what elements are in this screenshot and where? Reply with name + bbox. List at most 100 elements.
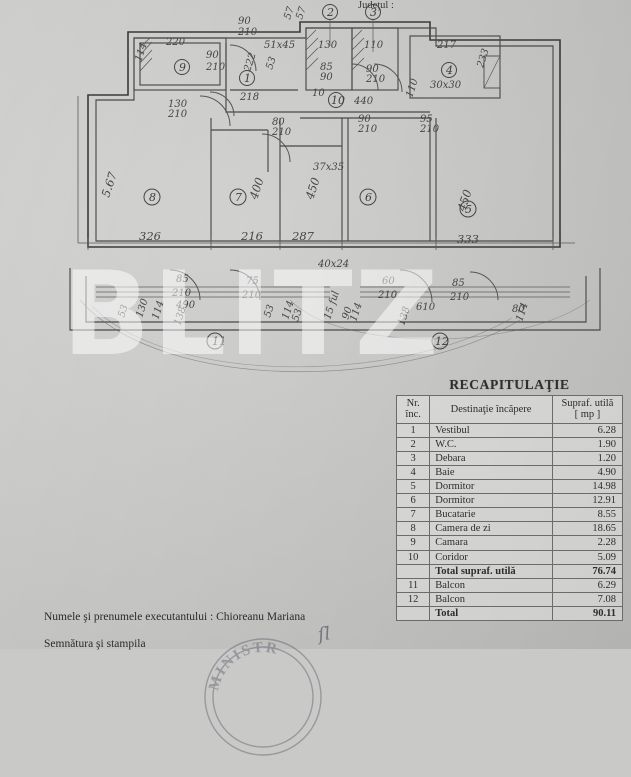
cell-area: 90.11 xyxy=(551,605,624,621)
cell-destination: Bucatarie xyxy=(429,507,553,523)
dim-326: 326 xyxy=(139,229,161,243)
cell-area: 76.74 xyxy=(551,563,624,579)
cell-nr: 11 xyxy=(395,577,431,593)
svg-text:130: 130 xyxy=(134,297,151,319)
svg-text:95: 95 xyxy=(420,114,433,125)
cell-nr xyxy=(395,605,431,621)
room-marker-6: 6 xyxy=(365,191,372,204)
cell-area: 1.90 xyxy=(551,436,624,452)
svg-text:90: 90 xyxy=(206,50,219,61)
cell-area: 4.90 xyxy=(551,464,624,481)
svg-text:210: 210 xyxy=(205,62,226,73)
recapitulatie-title: RECAPITULAŢIE xyxy=(449,377,570,392)
room-marker-1: 1 xyxy=(244,72,251,85)
cell-destination: Camara xyxy=(429,535,553,551)
cell-nr: 3 xyxy=(395,450,431,466)
cell-nr: 5 xyxy=(395,479,431,495)
dim-333: 333 xyxy=(457,232,479,246)
svg-text:138: 138 xyxy=(396,305,412,327)
cell-nr: 12 xyxy=(395,591,431,607)
svg-text:75: 75 xyxy=(246,276,259,287)
svg-text:114: 114 xyxy=(150,299,166,321)
cell-area: 7.08 xyxy=(551,591,624,607)
cell-area: 6.29 xyxy=(551,577,624,593)
cell-area: 2.28 xyxy=(551,535,624,551)
scanned-paper-background xyxy=(0,0,631,649)
svg-text:233: 233 xyxy=(475,47,492,70)
svg-text:110: 110 xyxy=(404,77,421,99)
svg-text:114: 114 xyxy=(133,41,149,63)
svg-text:130: 130 xyxy=(168,99,188,110)
cell-destination: Coridor xyxy=(429,549,553,565)
svg-text:60: 60 xyxy=(382,276,395,287)
dim-287: 287 xyxy=(291,229,315,243)
svg-text:90: 90 xyxy=(320,72,333,83)
svg-text:210: 210 xyxy=(237,27,258,38)
svg-text:53: 53 xyxy=(262,303,276,319)
svg-text:210: 210 xyxy=(419,124,440,135)
svg-text:130: 130 xyxy=(318,40,338,51)
cell-area: 12.91 xyxy=(551,493,624,509)
floor-plan-drawing: Judeţul : 9 220 114 90 210 1 222 218 90 … xyxy=(69,0,601,373)
cell-area: 8.55 xyxy=(551,507,624,523)
cell-area: 14.98 xyxy=(551,479,624,495)
room-marker-8: 8 xyxy=(149,191,156,204)
svg-text:217: 217 xyxy=(436,40,457,51)
cell-destination: Total supraf. utilă xyxy=(429,563,553,579)
svg-text:80: 80 xyxy=(272,117,285,128)
cell-nr xyxy=(395,563,431,579)
svg-text:53: 53 xyxy=(264,55,278,71)
svg-text:85: 85 xyxy=(452,278,465,289)
svg-text:85: 85 xyxy=(320,62,333,73)
cell-destination: Total xyxy=(429,605,553,621)
recapitulatie-section: RECAPITULAŢIE Nr.înc.Destinaţie încăpere… xyxy=(395,377,624,621)
cell-destination: Dormitor xyxy=(429,493,553,509)
column-header-nr: Nr.înc. xyxy=(395,395,431,424)
svg-text:110: 110 xyxy=(364,40,384,51)
svg-text:40x24: 40x24 xyxy=(317,259,349,270)
cell-nr: 10 xyxy=(395,549,431,565)
room-marker-9: 9 xyxy=(179,61,186,74)
cell-area: 18.65 xyxy=(551,521,624,537)
room-marker-2: 2 xyxy=(326,6,334,19)
svg-text:57: 57 xyxy=(294,5,309,21)
cell-area: 5.09 xyxy=(551,549,624,565)
svg-text:210: 210 xyxy=(171,288,192,299)
cell-destination: Camera de zi xyxy=(429,521,553,537)
svg-text:450: 450 xyxy=(302,176,322,202)
svg-text:90: 90 xyxy=(358,114,371,125)
svg-text:15 ful: 15 ful xyxy=(322,290,342,321)
cell-destination: Baie xyxy=(429,464,553,481)
svg-text:210: 210 xyxy=(271,127,292,138)
svg-text:57: 57 xyxy=(282,5,297,21)
signature-stamp-line: Semnătura şi stampila xyxy=(44,638,146,650)
cell-nr: 2 xyxy=(395,436,431,452)
svg-text:490: 490 xyxy=(175,300,196,311)
cell-destination: Dormitor xyxy=(429,479,553,495)
room-marker-7: 7 xyxy=(235,191,242,204)
room-marker-11: 11 xyxy=(212,335,226,348)
svg-text:210: 210 xyxy=(167,109,188,120)
svg-text:210: 210 xyxy=(449,292,470,303)
dim-220: 220 xyxy=(165,37,186,48)
svg-text:400: 400 xyxy=(246,176,266,202)
svg-text:210: 210 xyxy=(377,290,398,301)
room-marker-4: 4 xyxy=(445,64,453,77)
svg-text:210: 210 xyxy=(357,124,378,135)
executant-name-line: Numele şi prenumele executantului : Chio… xyxy=(44,611,306,623)
cell-destination: Balcon xyxy=(429,577,553,593)
svg-text:5.67: 5.67 xyxy=(99,170,120,199)
svg-text:80: 80 xyxy=(512,304,525,315)
